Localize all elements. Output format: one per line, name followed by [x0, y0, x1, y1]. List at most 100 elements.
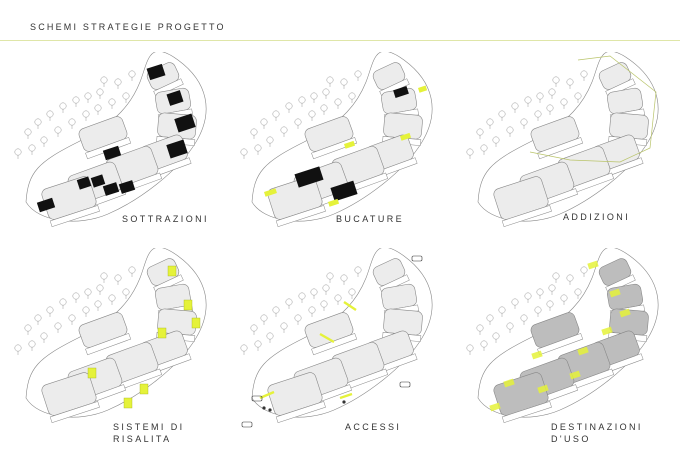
opening-void [393, 86, 409, 98]
tree-mark [566, 78, 574, 86]
tree-mark [59, 298, 67, 306]
tree-mark [480, 144, 488, 152]
building-mass [78, 116, 132, 160]
pedestrian-icon [342, 400, 346, 404]
tree-mark [254, 340, 262, 348]
tree-mark [285, 298, 293, 306]
tree-mark [84, 288, 92, 296]
panel-sottrazioni [8, 52, 218, 247]
tree-mark [250, 324, 258, 332]
tree-mark [320, 104, 328, 112]
tree-mark [492, 136, 500, 144]
panel-risalita [8, 248, 218, 443]
use-zone [619, 308, 631, 318]
tree-mark [54, 322, 62, 330]
tree-mark [354, 70, 362, 78]
use-zone [503, 378, 515, 388]
tree-mark [260, 118, 268, 126]
tree-mark [476, 324, 484, 332]
label-accessi: ACCESSI [345, 422, 402, 432]
mass-facade [311, 137, 358, 160]
mass-facade [275, 401, 326, 423]
tree-mark [260, 314, 268, 322]
building-mass [41, 372, 100, 423]
label-bucature: BUCATURE [336, 214, 405, 224]
tree-mark [72, 292, 80, 300]
tree-mark [294, 314, 302, 322]
tree-mark [298, 292, 306, 300]
circulation-core [183, 299, 193, 311]
tree-mark [480, 340, 488, 348]
tree-mark [240, 344, 248, 352]
tree-mark [82, 306, 90, 314]
mass-facade [49, 401, 100, 423]
opening-void [294, 166, 324, 188]
opening-void [330, 180, 358, 202]
use-zone [609, 288, 621, 298]
pedestrian-icon [262, 406, 266, 410]
tree-mark [326, 272, 334, 280]
mass-facade [85, 333, 132, 356]
tree-mark [24, 324, 32, 332]
building-mass [78, 312, 132, 356]
car-icon [241, 421, 253, 428]
opening-highlight [328, 198, 340, 207]
tree-mark [96, 284, 104, 292]
tree-mark [308, 110, 316, 118]
tree-mark [28, 340, 36, 348]
tree-mark [100, 76, 108, 84]
tree-mark [574, 288, 582, 296]
tree-mark [34, 314, 42, 322]
tree-mark [28, 144, 36, 152]
tree-mark [266, 332, 274, 340]
tree-mark [524, 96, 532, 104]
tree-mark [46, 110, 54, 118]
site-outline [477, 52, 659, 222]
subtraction-void [102, 182, 120, 196]
label-addizioni: ADDIZIONI [563, 212, 631, 222]
tree-mark [114, 78, 122, 86]
tree-mark [128, 70, 136, 78]
circulation-core [139, 383, 149, 395]
addition-outline [529, 55, 657, 163]
circulation-core [123, 397, 133, 409]
opening-highlight [344, 140, 356, 149]
tree-mark [310, 288, 318, 296]
tree-mark [46, 306, 54, 314]
tree-mark [59, 102, 67, 110]
tree-mark [254, 144, 262, 152]
mass-facade [275, 205, 326, 227]
tree-mark [308, 306, 316, 314]
tree-mark [536, 92, 544, 100]
tree-mark [94, 300, 102, 308]
tree-mark [566, 274, 574, 282]
tree-mark [476, 128, 484, 136]
tree-mark [466, 148, 474, 156]
tree-mark [552, 76, 560, 84]
tree-mark [498, 110, 506, 118]
tree-mark [280, 322, 288, 330]
tree-mark [340, 274, 348, 282]
subtraction-void [146, 63, 166, 81]
opening-highlight [263, 188, 277, 197]
tree-mark [546, 300, 554, 308]
use-zone [489, 402, 501, 412]
subtraction-void [166, 139, 188, 159]
access-arrow [339, 392, 353, 400]
car-icon [399, 381, 411, 388]
tree-mark [334, 98, 342, 106]
tree-mark [68, 118, 76, 126]
tree-mark [266, 136, 274, 144]
tree-mark [34, 118, 42, 126]
site-outline [251, 52, 433, 222]
access-arrow [259, 390, 275, 400]
building-mass [267, 372, 326, 423]
tree-mark [122, 288, 130, 296]
tree-mark [466, 344, 474, 352]
tree-mark [96, 88, 104, 96]
tree-mark [534, 110, 542, 118]
diagram-sottrazioni [14, 52, 207, 227]
tree-mark [40, 332, 48, 340]
use-zone [587, 260, 599, 270]
opening-highlight [400, 132, 412, 141]
